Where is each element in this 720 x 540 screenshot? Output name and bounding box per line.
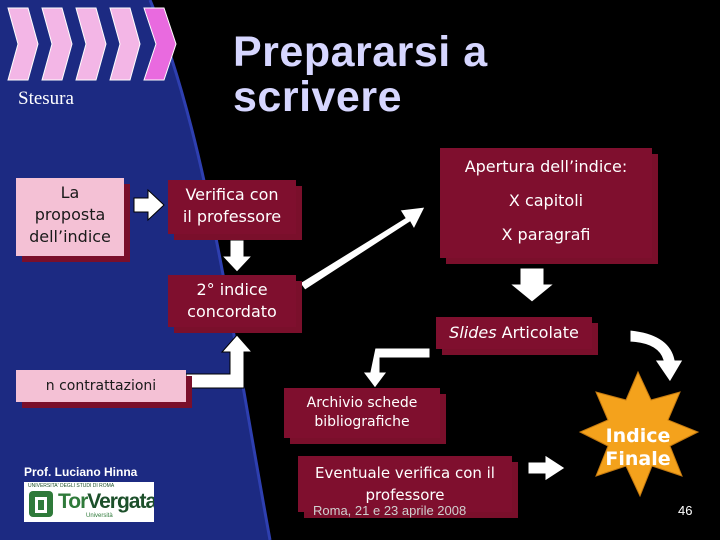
- indice-finale-label: Indice Finale: [588, 425, 688, 471]
- bent-arrow-icon: [362, 347, 431, 389]
- box-text-line: X capitoli: [508, 191, 584, 210]
- box-text-line: professore: [365, 486, 445, 504]
- decorative-blue-curve: [0, 0, 270, 540]
- bent-arrow-icon: [185, 334, 254, 389]
- chevron-icon: [41, 7, 73, 81]
- final-text-line: Finale: [605, 448, 671, 470]
- box-verifica-professore: Verifica con il professore: [168, 180, 296, 234]
- box-contrattazioni: n contrattazioni: [16, 370, 186, 402]
- chevron-icon: [109, 7, 141, 81]
- down-arrow-icon: [220, 239, 254, 273]
- box-text-line: Apertura dell’indice:: [464, 157, 628, 176]
- box-proposta-indice: La proposta dell’indice: [16, 178, 124, 256]
- slide-title: Prepararsi a scrivere: [233, 30, 563, 120]
- university-logo: UNIVERSITA' DEGLI STUDI DI ROMA TorVerga…: [24, 482, 154, 522]
- box-slides-articolate: Slides Articolate: [436, 317, 592, 349]
- box-text-line: Archivio schede: [306, 395, 418, 411]
- final-text-line: Indice: [605, 425, 671, 447]
- logo-emblem-icon: [29, 491, 53, 517]
- logo-wordmark: TorVergata: [58, 490, 154, 514]
- chevron-icon: [143, 7, 177, 81]
- box-text-line: La: [60, 183, 80, 202]
- box-archivio-schede: Archivio schede bibliografiche: [284, 388, 440, 438]
- box-eventuale-verifica: Eventuale verifica con il professore: [298, 456, 512, 512]
- logo-subtitle: Università: [86, 513, 113, 519]
- box-text-line: proposta: [34, 205, 106, 224]
- box-text-italic: Slides: [449, 323, 497, 342]
- box-text-line: 2° indice: [196, 280, 268, 299]
- box-text: Articolate: [496, 323, 579, 342]
- page-number: 46: [678, 503, 693, 518]
- logo-vergata: Vergata: [87, 490, 154, 513]
- footer-date: Roma, 21 e 23 aprile 2008: [313, 503, 467, 518]
- chevron-icon: [75, 7, 107, 81]
- curved-arrow-icon: [629, 329, 684, 383]
- title-line-2: scrivere: [233, 73, 402, 121]
- chevron-icon: [7, 7, 39, 81]
- star-burst-icon: [578, 370, 700, 498]
- box-text-line: il professore: [182, 207, 282, 226]
- section-label: Stesura: [18, 88, 74, 109]
- box-text-line: Verifica con: [185, 185, 279, 204]
- box-text-line: dell’indice: [29, 227, 111, 246]
- right-arrow-icon: [133, 188, 165, 222]
- box-text: n contrattazioni: [45, 378, 157, 394]
- box-text-line: X paragrafi: [501, 225, 591, 244]
- diagonal-arrow-icon: [299, 206, 426, 291]
- title-line-1: Prepararsi a: [233, 28, 488, 76]
- box-text-line: Eventuale verifica con il: [315, 464, 495, 482]
- right-arrow-icon: [527, 454, 566, 482]
- logo-university-line: UNIVERSITA' DEGLI STUDI DI ROMA: [28, 483, 115, 489]
- box-secondo-indice: 2° indice concordato: [168, 275, 296, 327]
- down-arrow-icon: [508, 267, 556, 303]
- box-text-line: concordato: [187, 302, 277, 321]
- box-text-line: bibliografiche: [314, 414, 410, 430]
- logo-tor: Tor: [58, 490, 88, 513]
- chevron-icons: [7, 7, 177, 81]
- box-apertura-indice: Apertura dell’indice: X capitoli X parag…: [440, 148, 652, 258]
- author-name: Prof. Luciano Hinna: [24, 465, 138, 479]
